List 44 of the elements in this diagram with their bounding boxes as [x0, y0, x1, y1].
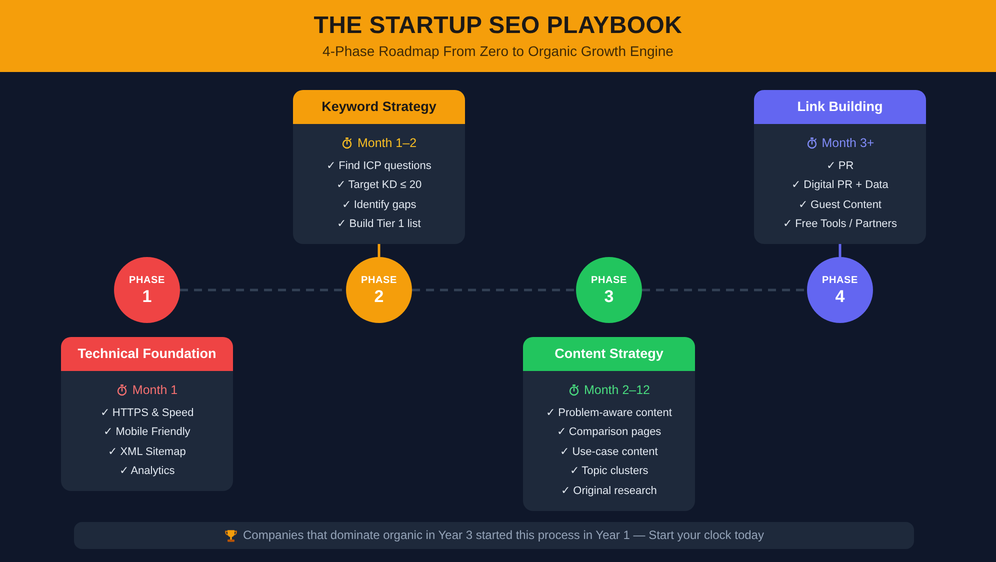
card-header: Link Building	[754, 90, 926, 124]
phase-label: PHASE	[591, 274, 627, 286]
card-header: Content Strategy	[523, 337, 695, 371]
checklist-item: ✓ Analytics	[119, 464, 175, 478]
checklist-item: ✓ Comparison pages	[556, 425, 662, 440]
dashed-connector	[642, 288, 807, 292]
checklist-item: ✓ Digital PR + Data	[792, 178, 888, 192]
checklist-item: ✓ Build Tier 1 list	[337, 217, 421, 232]
checklist-item: ✓ XML Sitemap	[108, 444, 186, 459]
phase-number: 1	[142, 286, 152, 306]
checklist-item: ✓ Mobile Friendly	[104, 425, 190, 440]
duration-text: Month 1–2	[357, 135, 417, 151]
phase-card	[523, 337, 695, 510]
dashed-connector	[412, 288, 576, 292]
phase-label: PHASE	[129, 274, 165, 286]
diagram-title: THE STARTUP SEO PLAYBOOK	[314, 12, 682, 40]
card-header: Technical Foundation	[61, 337, 233, 371]
caption-text: Companies that dominate organic in Year 3 started this process in Year 1 — Start your clock today	[243, 528, 764, 543]
checklist-item: ✓ Guest Content	[798, 198, 882, 212]
phase-number: 3	[604, 286, 614, 306]
phase-number: 2	[374, 286, 384, 306]
card-header: Keyword Strategy	[293, 90, 465, 124]
checklist-item: ✓ Find ICP questions	[326, 158, 432, 173]
phase-label: PHASE	[822, 274, 858, 286]
duration-text: Month 1	[132, 382, 178, 398]
connector-line	[378, 244, 380, 257]
duration-text: Month 2–12	[584, 382, 650, 398]
checklist-item: ✓ Problem-aware content	[546, 406, 672, 420]
checklist-item: ✓ Use-case content	[560, 444, 658, 459]
checklist-item: ✓ Free Tools / Partners	[783, 217, 897, 232]
phase-number: 4	[835, 286, 845, 306]
connector-line	[838, 244, 842, 257]
checklist-item: ✓ Topic clusters	[570, 464, 648, 478]
phase-card	[754, 90, 926, 244]
checklist-item: ✓ HTTPS & Speed	[100, 406, 194, 420]
phase-card	[293, 90, 465, 244]
checklist-item: ✓ Original research	[561, 484, 657, 498]
checklist-item: ✓ Identify gaps	[342, 198, 416, 212]
phase-label: PHASE	[361, 274, 397, 286]
duration-text: Month 3+	[822, 135, 874, 151]
subtitle-text: 4-Phase Roadmap From Zero to Organic Growth Engine	[322, 42, 674, 60]
checklist-item: ✓ PR	[826, 158, 854, 173]
phase-card	[61, 337, 233, 491]
checklist-item: ✓ Target KD ≤ 20	[336, 178, 422, 192]
